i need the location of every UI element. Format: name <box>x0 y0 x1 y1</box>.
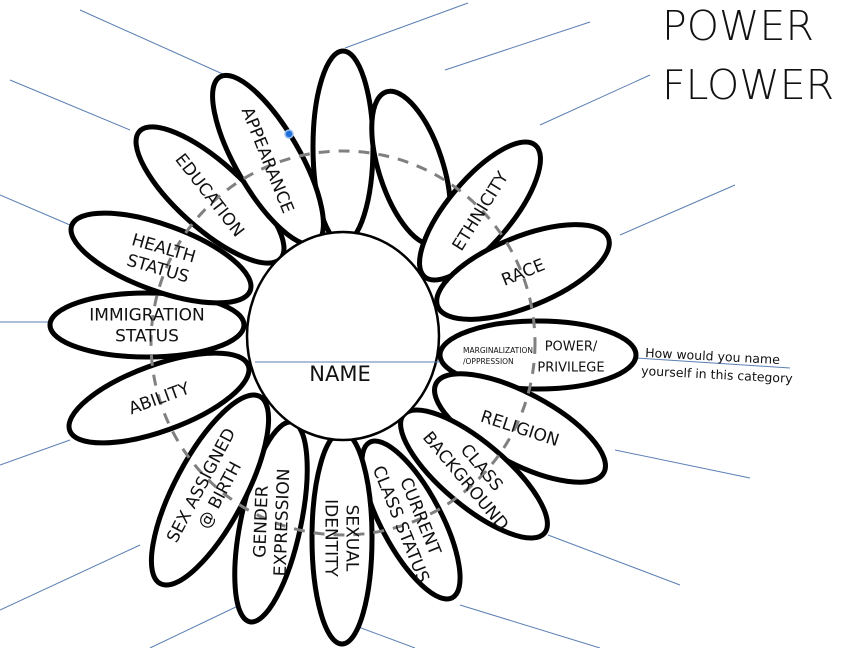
answer-line <box>9 79 131 131</box>
center-name-label: NAME <box>309 362 370 386</box>
title-line-1: POWER <box>662 2 814 50</box>
petal-label-line: IMMIGRATION <box>89 306 204 326</box>
answer-line <box>444 21 591 71</box>
selection-handle[interactable] <box>284 129 294 139</box>
annotation-line-1: How would you name <box>645 345 781 367</box>
petal-sublabel-line: MARGINALIZATION <box>463 346 533 355</box>
petal-power-privilege[interactable] <box>437 318 639 392</box>
answer-line <box>344 2 469 49</box>
petal-current-class-status[interactable] <box>343 428 479 612</box>
answer-line <box>614 449 751 479</box>
petal-label-line: STATUS <box>115 327 179 347</box>
petal-label-line: SEXUAL <box>342 505 362 572</box>
petal-immigration-status[interactable] <box>47 290 247 360</box>
answer-line <box>539 74 651 126</box>
petal-label-line: GENDER <box>250 485 273 558</box>
title-line-2: FLOWER <box>662 61 834 109</box>
petal-label-line: PRIVILEGE <box>537 361 604 376</box>
answer-line <box>0 439 71 466</box>
answer-line <box>459 604 601 648</box>
answer-line <box>149 604 241 648</box>
answer-line <box>79 9 226 76</box>
petal-label-power-privilege: POWER/PRIVILEGE <box>537 340 604 376</box>
petal-race[interactable] <box>425 205 622 339</box>
petal-label-line: EXPRESSION <box>271 468 295 577</box>
center-circle[interactable] <box>245 230 441 442</box>
answer-line <box>0 544 141 611</box>
answer-line <box>0 194 71 226</box>
petal-ethnicity[interactable] <box>400 125 560 298</box>
privilege-boundary-dashed-circle <box>149 149 537 537</box>
answer-lines <box>0 2 791 648</box>
answer-line <box>635 357 791 369</box>
answer-line <box>547 534 681 586</box>
petal-label-line: POWER/ <box>545 340 598 355</box>
petal-sublabel-line: /OPPRESSION <box>463 357 514 366</box>
petal-health-status[interactable] <box>60 194 261 321</box>
petal-label-line: IDENTITY <box>321 499 341 577</box>
answer-line <box>619 184 736 236</box>
